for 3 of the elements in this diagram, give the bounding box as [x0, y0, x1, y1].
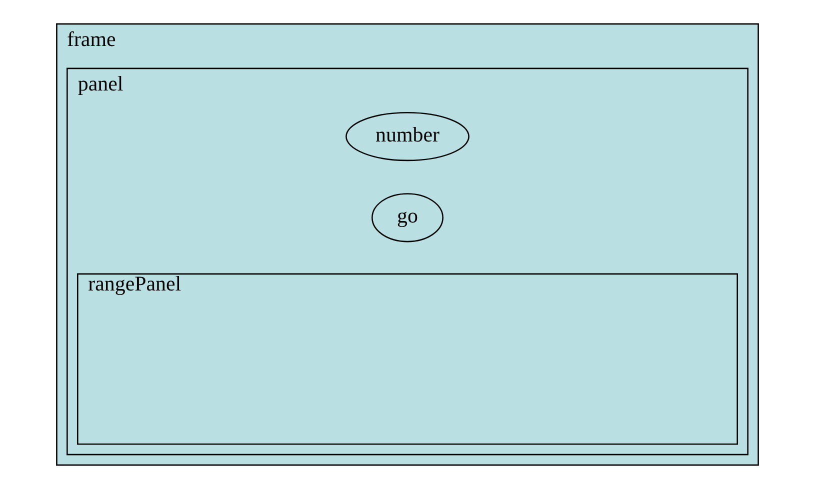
- node-ellipse: go: [371, 193, 443, 242]
- node-box: rangePanel: [76, 273, 738, 445]
- node-ellipse: number: [345, 112, 469, 162]
